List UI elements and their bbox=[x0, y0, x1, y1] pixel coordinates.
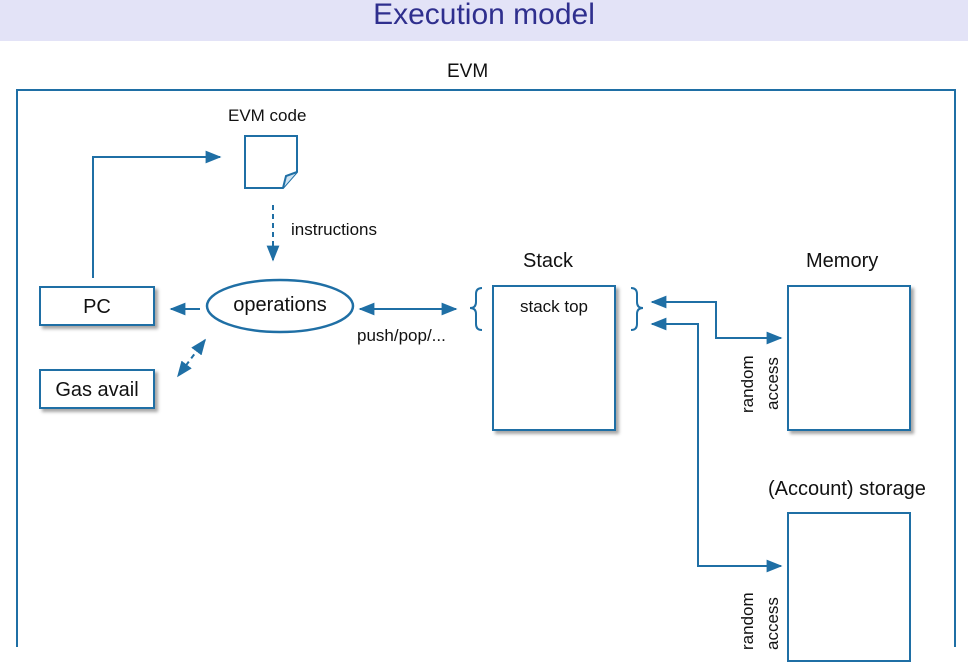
storage-box bbox=[787, 512, 911, 662]
storage-label: (Account) storage bbox=[768, 478, 926, 500]
evm-code-label: EVM code bbox=[228, 106, 307, 125]
stack-label: Stack bbox=[523, 250, 574, 272]
push-pop-label: push/pop/... bbox=[357, 326, 446, 345]
stack-left-brace bbox=[469, 287, 483, 331]
operations-ellipse bbox=[205, 278, 355, 334]
memory-label: Memory bbox=[806, 250, 879, 272]
document-icon bbox=[244, 135, 298, 189]
evm-label: EVM bbox=[447, 61, 489, 82]
instructions-label: instructions bbox=[291, 220, 377, 239]
memory-box bbox=[787, 285, 911, 431]
memory-random-label: random bbox=[738, 355, 757, 413]
stack-box: stack top bbox=[492, 285, 616, 431]
stack-right-brace bbox=[630, 287, 644, 331]
operations-label: operations bbox=[233, 294, 327, 316]
storage-access-label: access bbox=[763, 597, 782, 650]
pc-label: PC bbox=[83, 296, 111, 318]
operations-gas-arrow bbox=[177, 338, 206, 378]
gas-avail-box: Gas avail bbox=[39, 369, 155, 409]
pc-to-code-arrow bbox=[92, 150, 222, 278]
evm-frame bbox=[16, 89, 956, 647]
gas-avail-label: Gas avail bbox=[55, 379, 139, 401]
page-title: Execution model bbox=[373, 0, 595, 31]
pc-box: PC bbox=[39, 286, 155, 326]
title-bar: Execution model bbox=[0, 0, 968, 41]
storage-random-label: random bbox=[738, 592, 757, 650]
stack-storage-arrow bbox=[650, 317, 783, 573]
diagram-connectors bbox=[16, 89, 956, 647]
stack-top-label: stack top bbox=[519, 297, 589, 316]
stack-memory-arrow bbox=[650, 295, 783, 345]
memory-access-label: access bbox=[763, 357, 782, 410]
